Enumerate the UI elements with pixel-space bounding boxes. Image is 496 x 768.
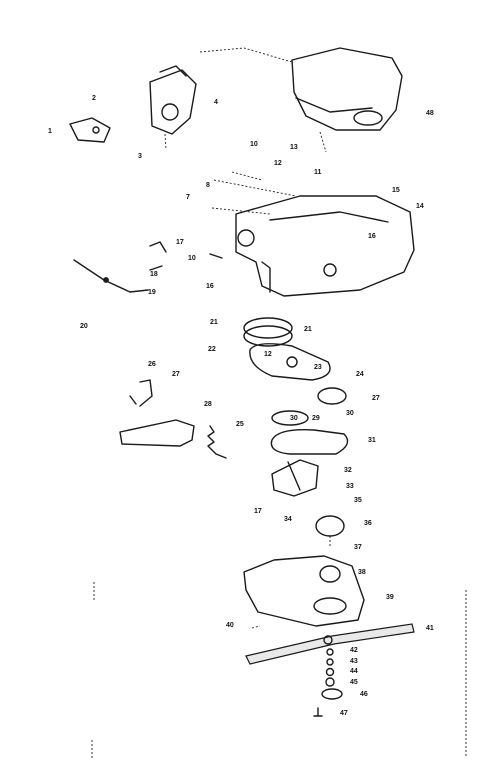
label-39: 39 — [386, 594, 394, 601]
label-16a: 16 — [368, 233, 376, 240]
label-27b: 27 — [372, 395, 380, 402]
label-25: 25 — [236, 421, 244, 428]
label-21a: 21 — [210, 319, 218, 326]
label-23: 23 — [314, 364, 322, 371]
label-10b: 10 — [188, 255, 196, 262]
label-7: 7 — [186, 194, 190, 201]
callout-labels: 1 2 3 4 10 13 48 12 11 8 7 15 14 16 17 1… — [48, 95, 434, 717]
label-14: 14 — [416, 203, 424, 210]
label-43: 43 — [350, 658, 358, 665]
label-34: 34 — [284, 516, 292, 523]
label-4: 4 — [214, 99, 218, 106]
label-30b: 30 — [346, 410, 354, 417]
label-1: 1 — [48, 128, 52, 135]
label-26: 26 — [148, 361, 156, 368]
label-37: 37 — [354, 544, 362, 551]
label-19: 19 — [148, 289, 156, 296]
label-12b: 12 — [264, 351, 272, 358]
label-47: 47 — [340, 710, 348, 717]
mower-housing — [235, 195, 415, 297]
label-21b: 21 — [304, 326, 312, 333]
lower-belt — [270, 429, 349, 455]
label-17a: 17 — [176, 239, 184, 246]
drive-handle — [119, 379, 195, 447]
label-38: 38 — [358, 569, 366, 576]
label-22: 22 — [208, 346, 216, 353]
clutch-pulley — [271, 410, 309, 426]
label-46: 46 — [360, 691, 368, 698]
linkage-rods — [211, 171, 297, 215]
label-35: 35 — [354, 497, 362, 504]
label-11: 11 — [314, 169, 322, 176]
label-15: 15 — [392, 187, 400, 194]
label-16b: 16 — [206, 283, 214, 290]
label-17b: 17 — [254, 508, 262, 515]
label-27a: 27 — [172, 371, 180, 378]
label-36: 36 — [364, 520, 372, 527]
blower-housing — [291, 47, 403, 153]
label-29: 29 — [312, 415, 320, 422]
label-20: 20 — [80, 323, 88, 330]
label-31: 31 — [368, 437, 376, 444]
label-13a: 13 — [290, 144, 298, 151]
spring — [207, 425, 227, 459]
mower-deck — [243, 555, 365, 627]
small-bracket-part — [69, 117, 111, 143]
upper-pulley — [243, 317, 293, 347]
drive-pulley — [315, 515, 345, 548]
label-33: 33 — [346, 483, 354, 490]
label-48: 48 — [426, 110, 434, 117]
label-18: 18 — [150, 271, 158, 278]
cutting-blade — [245, 623, 415, 665]
label-41: 41 — [426, 625, 434, 632]
label-8: 8 — [206, 182, 210, 189]
label-40: 40 — [226, 622, 234, 629]
label-2: 2 — [92, 95, 96, 102]
label-12a: 12 — [274, 160, 282, 167]
label-32: 32 — [344, 467, 352, 474]
cable-line — [199, 47, 293, 63]
label-30a: 30 — [290, 415, 298, 422]
bracket-assembly — [271, 459, 319, 497]
leader-line-40 — [251, 625, 261, 629]
blade-hardware-stack — [313, 648, 343, 717]
label-28: 28 — [204, 401, 212, 408]
small-levers — [149, 241, 223, 271]
idler-pulley — [317, 387, 347, 405]
engine-head-assembly — [149, 65, 197, 151]
label-24: 24 — [356, 371, 364, 378]
label-44: 44 — [350, 668, 358, 675]
label-10a: 10 — [250, 141, 258, 148]
control-cable — [73, 259, 149, 293]
label-45: 45 — [350, 679, 358, 686]
upper-belt — [249, 343, 331, 381]
label-3: 3 — [138, 153, 142, 160]
label-42: 42 — [350, 647, 358, 654]
